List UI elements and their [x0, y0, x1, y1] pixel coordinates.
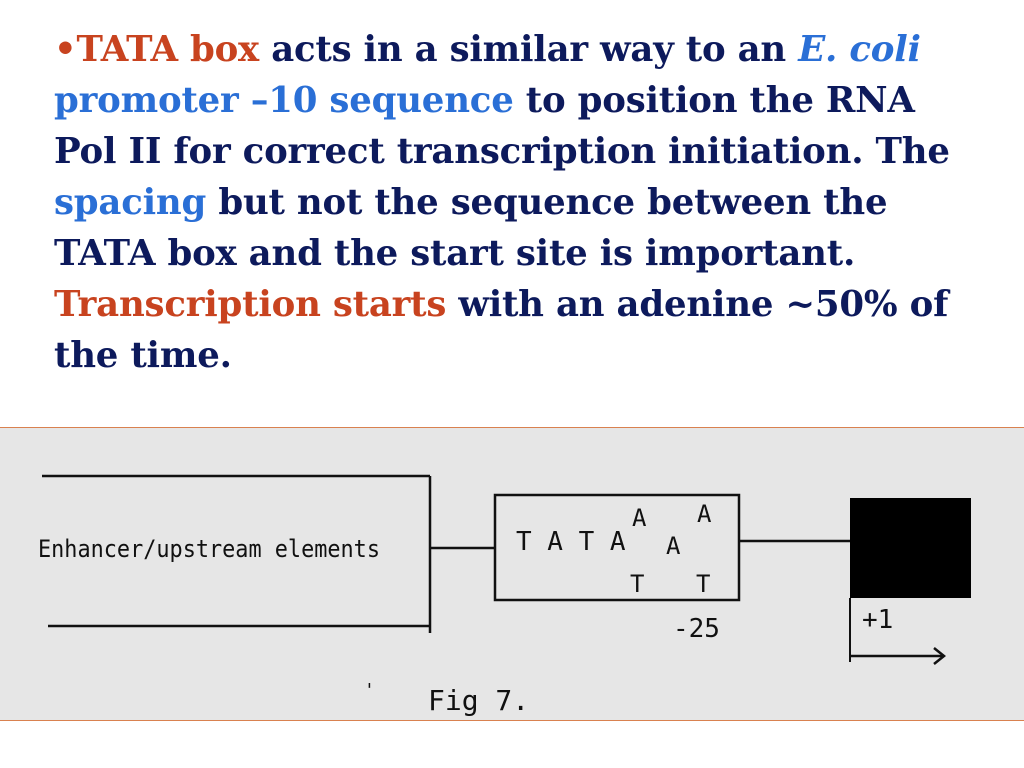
text-segment: with an adenine ~50% of the time.	[54, 284, 949, 376]
text-promoter: promoter –10 sequence	[54, 80, 514, 121]
bullet-paragraph: •TATA box acts in a similar way to an E.…	[54, 24, 974, 381]
enhancer-block	[42, 474, 432, 633]
text-spacing: spacing	[54, 182, 207, 223]
tata-upper-a-2: A	[697, 500, 712, 528]
text-e-coli: E. coli	[798, 29, 921, 70]
tata-box	[493, 493, 741, 602]
transcription-arrow	[850, 647, 947, 665]
promoter-diagram: Enhancer/upstream elements T A T A A A A…	[38, 474, 971, 717]
tata-middle-a: A	[666, 532, 681, 560]
figure-panel: Enhancer/upstream elements T A T A A A A…	[0, 427, 1024, 721]
tata-lower-t-1: T	[630, 570, 644, 598]
text-segment: but not the sequence between the TATA bo…	[54, 182, 888, 274]
tata-lower-t-2: T	[696, 570, 710, 598]
position-minus-25: -25	[673, 614, 720, 644]
start-site-block	[850, 498, 971, 598]
text-segment: to position the RNA Pol II for correct t…	[54, 80, 950, 172]
tick-mark: '	[364, 680, 375, 701]
text-segment: acts in a similar way to an	[259, 29, 799, 70]
bullet-marker: •	[54, 29, 77, 70]
tata-upper-a-1: A	[632, 504, 647, 532]
tata-main-label: T A T A	[516, 527, 626, 557]
start-plus-1: +1	[862, 605, 893, 635]
enhancer-label: Enhancer/upstream elements	[38, 535, 380, 563]
figure-caption: Fig 7.	[428, 684, 529, 717]
text-tata-box: TATA box	[76, 29, 260, 70]
text-transcription-starts: Transcription starts	[54, 284, 447, 325]
